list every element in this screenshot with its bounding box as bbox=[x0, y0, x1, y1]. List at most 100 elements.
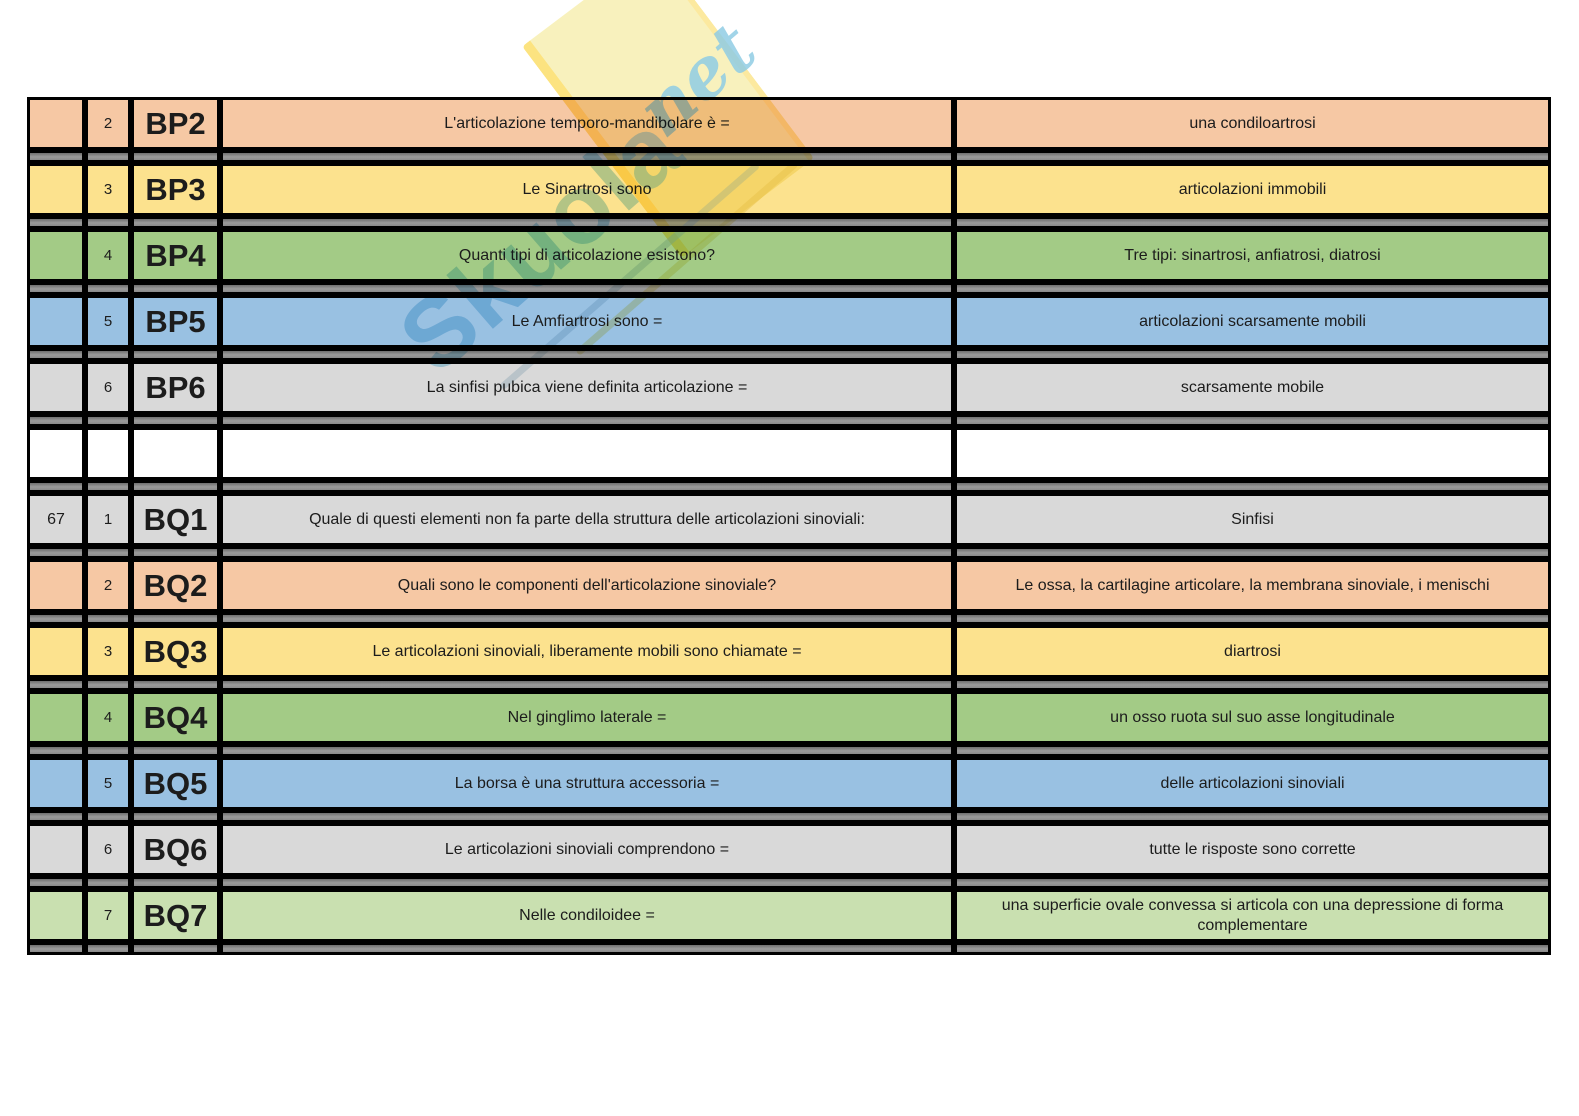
row-separator bbox=[954, 282, 1551, 295]
row-separator bbox=[954, 216, 1551, 229]
row-separator bbox=[131, 942, 220, 955]
row-separator bbox=[131, 810, 220, 823]
row-question: Nel ginglimo laterale = bbox=[220, 691, 954, 744]
row-separator bbox=[220, 678, 954, 691]
row-code: BQ5 bbox=[131, 757, 220, 810]
row-separator bbox=[85, 348, 131, 361]
row-separator bbox=[131, 348, 220, 361]
row-separator bbox=[131, 612, 220, 625]
row-separator bbox=[131, 414, 220, 427]
row-separator bbox=[220, 480, 954, 493]
row-swatch bbox=[27, 889, 85, 942]
row-question: Le articolazioni sinoviali, liberamente … bbox=[220, 625, 954, 678]
row-answer: Tre tipi: sinartrosi, anfiatrosi, diatro… bbox=[954, 229, 1551, 282]
row-swatch bbox=[27, 97, 85, 150]
row-answer: un osso ruota sul suo asse longitudinale bbox=[954, 691, 1551, 744]
row-answer: Le ossa, la cartilagine articolare, la m… bbox=[954, 559, 1551, 612]
row-separator bbox=[85, 546, 131, 559]
row-question: Le articolazioni sinoviali comprendono = bbox=[220, 823, 954, 876]
row-separator bbox=[131, 480, 220, 493]
row-separator bbox=[27, 216, 85, 229]
row-question: Quale di questi elementi non fa parte de… bbox=[220, 493, 954, 546]
row-separator bbox=[85, 480, 131, 493]
row-question: Nelle condiloidee = bbox=[220, 889, 954, 942]
row-swatch bbox=[27, 757, 85, 810]
row-code: BP4 bbox=[131, 229, 220, 282]
row-swatch bbox=[27, 823, 85, 876]
row-separator bbox=[85, 744, 131, 757]
row-number: 6 bbox=[85, 823, 131, 876]
row-separator bbox=[27, 282, 85, 295]
row-number: 6 bbox=[85, 361, 131, 414]
row-separator bbox=[954, 414, 1551, 427]
row-number: 3 bbox=[85, 625, 131, 678]
row-answer: una superficie ovale convessa si articol… bbox=[954, 889, 1551, 942]
row-code: BQ3 bbox=[131, 625, 220, 678]
row-number: 3 bbox=[85, 163, 131, 216]
row-separator bbox=[954, 810, 1551, 823]
row-separator bbox=[27, 876, 85, 889]
row-separator bbox=[220, 150, 954, 163]
row-swatch bbox=[27, 625, 85, 678]
row-question: Quanti tipi di articolazione esistono? bbox=[220, 229, 954, 282]
row-separator bbox=[27, 150, 85, 163]
row-separator bbox=[27, 810, 85, 823]
row-swatch: 67 bbox=[27, 493, 85, 546]
row-separator bbox=[954, 348, 1551, 361]
row-swatch bbox=[27, 361, 85, 414]
row-separator bbox=[27, 348, 85, 361]
row-separator bbox=[85, 282, 131, 295]
row-separator bbox=[954, 942, 1551, 955]
row-number: 4 bbox=[85, 691, 131, 744]
row-separator bbox=[220, 216, 954, 229]
row-question: L'articolazione temporo-mandibolare è = bbox=[220, 97, 954, 150]
row-swatch bbox=[27, 427, 85, 480]
row-number: 7 bbox=[85, 889, 131, 942]
row-separator bbox=[220, 348, 954, 361]
row-code: BQ2 bbox=[131, 559, 220, 612]
row-separator bbox=[131, 216, 220, 229]
row-swatch bbox=[27, 559, 85, 612]
row-code: BP5 bbox=[131, 295, 220, 348]
row-number: 5 bbox=[85, 757, 131, 810]
row-separator bbox=[954, 876, 1551, 889]
row-separator bbox=[85, 942, 131, 955]
row-separator bbox=[954, 678, 1551, 691]
row-separator bbox=[131, 876, 220, 889]
row-code bbox=[131, 427, 220, 480]
row-number: 4 bbox=[85, 229, 131, 282]
row-question: La sinfisi pubica viene definita articol… bbox=[220, 361, 954, 414]
row-separator bbox=[954, 150, 1551, 163]
row-separator bbox=[954, 612, 1551, 625]
row-separator bbox=[220, 942, 954, 955]
row-separator bbox=[220, 744, 954, 757]
row-swatch bbox=[27, 163, 85, 216]
row-separator bbox=[131, 678, 220, 691]
row-separator bbox=[27, 678, 85, 691]
row-swatch bbox=[27, 691, 85, 744]
row-code: BQ6 bbox=[131, 823, 220, 876]
row-answer: diartrosi bbox=[954, 625, 1551, 678]
row-number bbox=[85, 427, 131, 480]
row-number: 1 bbox=[85, 493, 131, 546]
row-swatch bbox=[27, 295, 85, 348]
row-code: BQ1 bbox=[131, 493, 220, 546]
row-number: 2 bbox=[85, 559, 131, 612]
row-separator bbox=[85, 612, 131, 625]
row-answer: articolazioni immobili bbox=[954, 163, 1551, 216]
row-separator bbox=[220, 546, 954, 559]
row-separator bbox=[220, 414, 954, 427]
row-separator bbox=[220, 612, 954, 625]
row-answer: delle articolazioni sinoviali bbox=[954, 757, 1551, 810]
row-separator bbox=[954, 480, 1551, 493]
row-code: BP2 bbox=[131, 97, 220, 150]
row-separator bbox=[85, 678, 131, 691]
row-code: BP3 bbox=[131, 163, 220, 216]
row-separator bbox=[27, 546, 85, 559]
row-separator bbox=[220, 876, 954, 889]
row-answer: tutte le risposte sono corrette bbox=[954, 823, 1551, 876]
row-number: 2 bbox=[85, 97, 131, 150]
row-question: Quali sono le componenti dell'articolazi… bbox=[220, 559, 954, 612]
row-code: BQ7 bbox=[131, 889, 220, 942]
